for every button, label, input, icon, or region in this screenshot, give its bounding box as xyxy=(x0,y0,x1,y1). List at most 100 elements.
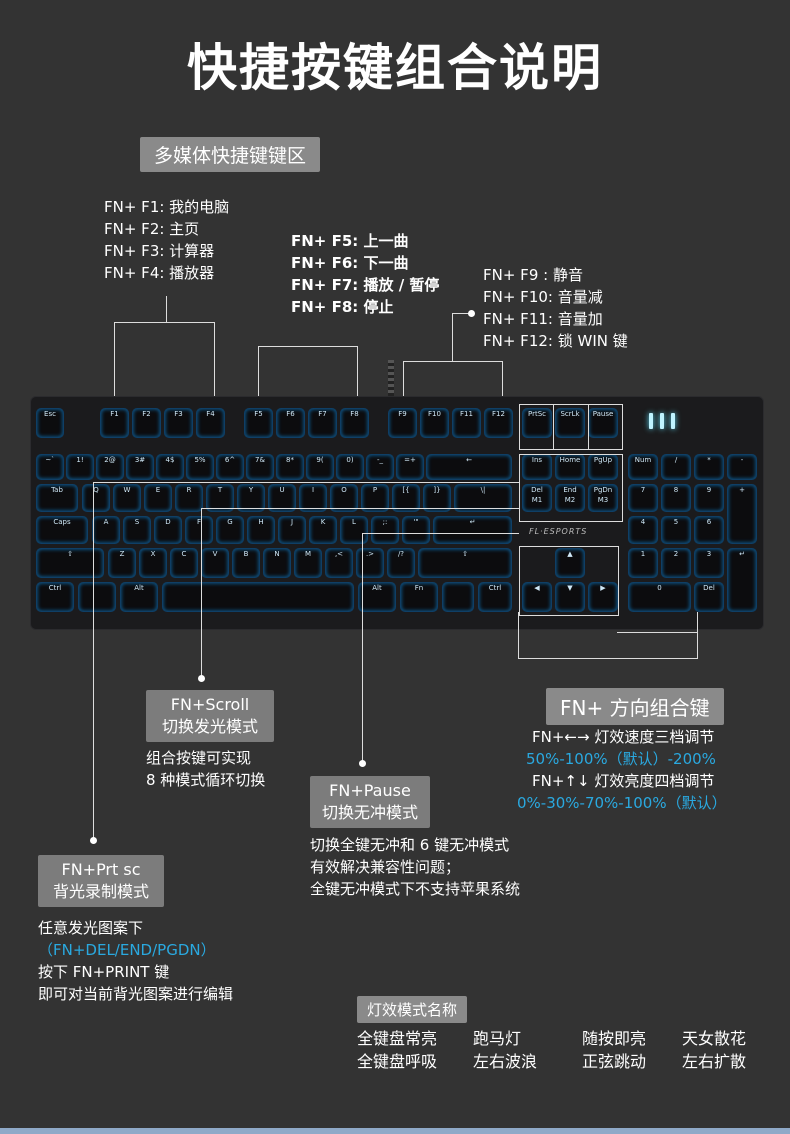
key-backspace[interactable]: ← xyxy=(427,455,511,479)
key-shift[interactable]: ⇧ xyxy=(37,549,103,577)
key-right-ctrl[interactable]: Ctrl xyxy=(479,583,511,611)
key-right-arrow[interactable]: ▶ xyxy=(589,583,617,611)
key[interactable]: V xyxy=(202,549,228,577)
key[interactable]: H xyxy=(248,517,274,543)
key[interactable]: ]} xyxy=(424,485,450,511)
key-num-8[interactable]: 8 xyxy=(662,485,690,511)
key[interactable]: 7& xyxy=(247,455,273,479)
key-alt[interactable]: Alt xyxy=(121,583,157,611)
key-pause[interactable]: Pause xyxy=(589,409,617,437)
key[interactable]: \| xyxy=(455,485,511,511)
key-f12[interactable]: F12 xyxy=(485,409,512,437)
key-up-arrow[interactable]: ▲ xyxy=(556,549,584,577)
key-tab[interactable]: Tab xyxy=(37,485,77,511)
key[interactable]: ,< xyxy=(326,549,352,577)
key-ins[interactable]: Ins xyxy=(523,455,551,479)
key[interactable]: E xyxy=(145,485,171,511)
key-enter[interactable]: ↵ xyxy=(434,517,511,543)
key-right-shift[interactable]: ⇧ xyxy=(419,549,511,577)
key-menu[interactable] xyxy=(443,583,473,611)
key-f4[interactable]: F4 xyxy=(197,409,224,437)
key-f9[interactable]: F9 xyxy=(389,409,416,437)
key[interactable]: A xyxy=(93,517,119,543)
key[interactable]: ~` xyxy=(37,455,63,479)
key-num-9[interactable]: 9 xyxy=(695,485,723,511)
key-num-multiply[interactable]: * xyxy=(695,455,723,479)
key-num-enter[interactable]: ↵ xyxy=(728,549,756,611)
key-f11[interactable]: F11 xyxy=(453,409,480,437)
key[interactable]: 9( xyxy=(307,455,333,479)
key[interactable]: Q xyxy=(83,485,109,511)
key-num-0[interactable]: 0 xyxy=(629,583,690,611)
key-num-del[interactable]: Del xyxy=(695,583,723,611)
key-numlock[interactable]: Num xyxy=(629,455,657,479)
key-home[interactable]: Home xyxy=(556,455,584,479)
key[interactable]: 8* xyxy=(277,455,303,479)
key-num-6[interactable]: 6 xyxy=(695,517,723,543)
key[interactable]: F xyxy=(186,517,212,543)
key-f3[interactable]: F3 xyxy=(165,409,192,437)
key[interactable]: N xyxy=(264,549,290,577)
key-scrlk[interactable]: ScrLk xyxy=(556,409,584,437)
key[interactable]: 0) xyxy=(337,455,363,479)
key-f6[interactable]: F6 xyxy=(277,409,304,437)
key-num-7[interactable]: 7 xyxy=(629,485,657,511)
key[interactable]: =+ xyxy=(397,455,423,479)
key-f5[interactable]: F5 xyxy=(245,409,272,437)
key[interactable]: K xyxy=(310,517,336,543)
key-num-3[interactable]: 3 xyxy=(695,549,723,577)
key-f1[interactable]: F1 xyxy=(101,409,128,437)
key-num-minus[interactable]: - xyxy=(728,455,756,479)
key[interactable]: 6^ xyxy=(217,455,243,479)
key-ctrl[interactable]: Ctrl xyxy=(37,583,73,611)
key-space[interactable] xyxy=(163,583,353,611)
key[interactable]: Y xyxy=(238,485,264,511)
key-f10[interactable]: F10 xyxy=(421,409,448,437)
key-f2[interactable]: F2 xyxy=(133,409,160,437)
key[interactable]: G xyxy=(217,517,243,543)
key-f8[interactable]: F8 xyxy=(341,409,368,437)
key-f7[interactable]: F7 xyxy=(309,409,336,437)
key[interactable]: P xyxy=(362,485,388,511)
key-pgup[interactable]: PgUp xyxy=(589,455,617,479)
key-prtsc[interactable]: PrtSc xyxy=(523,409,551,437)
key-num-1[interactable]: 1 xyxy=(629,549,657,577)
key[interactable]: 2@ xyxy=(97,455,123,479)
key[interactable]: L xyxy=(341,517,367,543)
key-right-alt[interactable]: Alt xyxy=(359,583,395,611)
key[interactable]: W xyxy=(114,485,140,511)
key-fn[interactable]: Fn xyxy=(401,583,437,611)
key[interactable]: [{ xyxy=(393,485,419,511)
key[interactable]: O xyxy=(331,485,357,511)
key[interactable]: J xyxy=(279,517,305,543)
key[interactable]: '" xyxy=(403,517,429,543)
key-num-plus[interactable]: + xyxy=(728,485,756,543)
key[interactable]: B xyxy=(233,549,259,577)
key-num-divide[interactable]: / xyxy=(662,455,690,479)
key[interactable]: 1! xyxy=(67,455,93,479)
key-num-2[interactable]: 2 xyxy=(662,549,690,577)
key-left-arrow[interactable]: ◀ xyxy=(523,583,551,611)
key[interactable]: ;: xyxy=(372,517,398,543)
key-num-5[interactable]: 5 xyxy=(662,517,690,543)
key[interactable]: 3# xyxy=(127,455,153,479)
key[interactable]: Z xyxy=(109,549,135,577)
key-caps[interactable]: Caps xyxy=(37,517,87,543)
key[interactable]: -_ xyxy=(367,455,393,479)
key[interactable]: /? xyxy=(388,549,414,577)
key[interactable]: R xyxy=(176,485,202,511)
key[interactable]: X xyxy=(140,549,166,577)
key[interactable]: C xyxy=(171,549,197,577)
key[interactable]: 4$ xyxy=(157,455,183,479)
key[interactable]: I xyxy=(300,485,326,511)
key-num-4[interactable]: 4 xyxy=(629,517,657,543)
key[interactable]: M xyxy=(295,549,321,577)
key-esc[interactable]: Esc xyxy=(37,409,63,437)
key[interactable]: D xyxy=(155,517,181,543)
key[interactable]: S xyxy=(124,517,150,543)
key-down-arrow[interactable]: ▼ xyxy=(556,583,584,611)
key[interactable]: U xyxy=(269,485,295,511)
key[interactable]: 5% xyxy=(187,455,213,479)
